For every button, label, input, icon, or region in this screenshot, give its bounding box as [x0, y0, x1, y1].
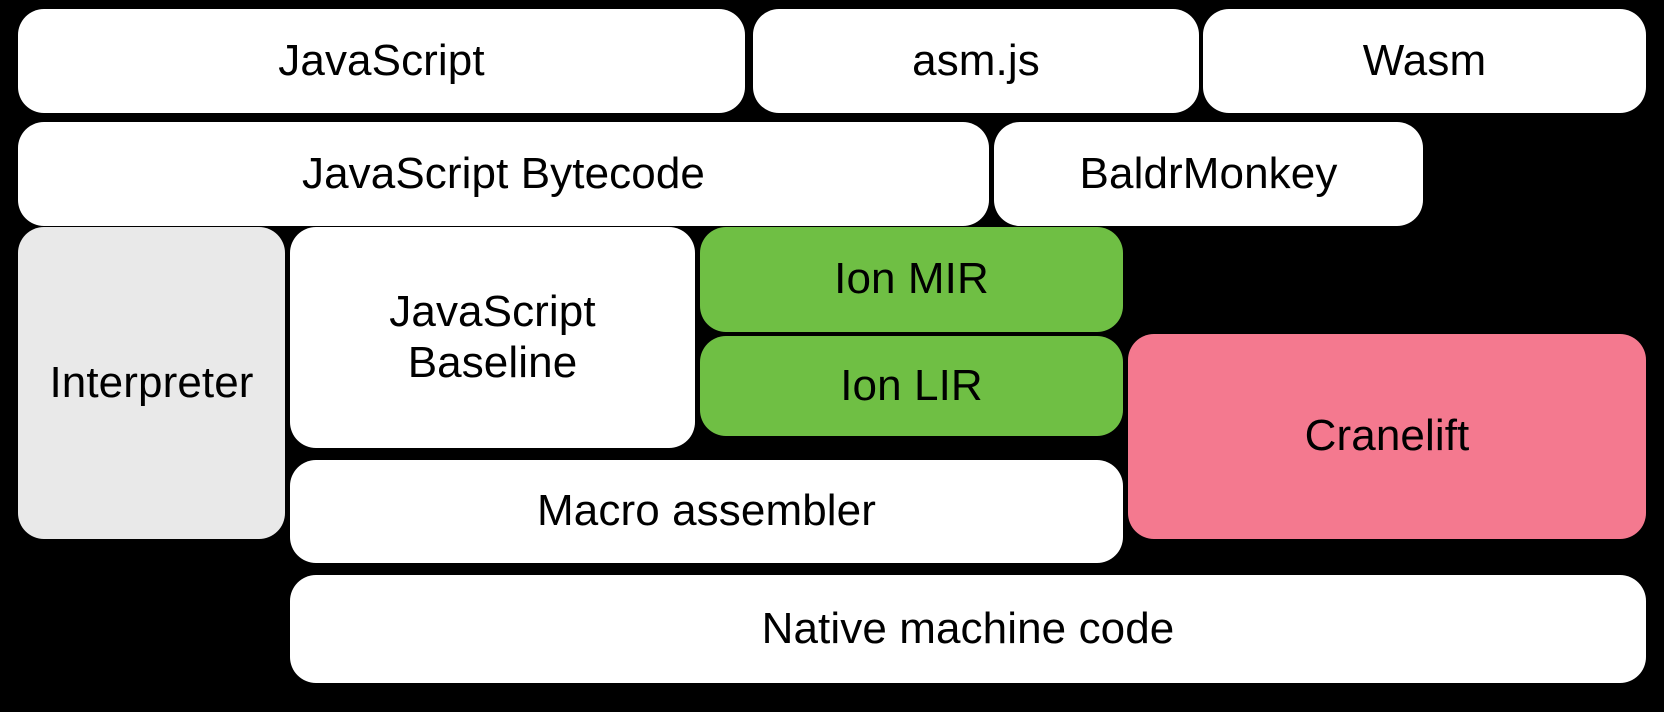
node-wasm: Wasm	[1203, 9, 1646, 113]
node-asm-js: asm.js	[753, 9, 1199, 113]
node-baldrmonkey: BaldrMonkey	[994, 122, 1423, 226]
node-macro-assembler: Macro assembler	[290, 460, 1123, 563]
node-interpreter: Interpreter	[18, 227, 285, 539]
node-javascript-baseline: JavaScript Baseline	[290, 227, 695, 448]
node-javascript: JavaScript	[18, 9, 745, 113]
node-javascript-bytecode: JavaScript Bytecode	[18, 122, 989, 226]
node-cranelift: Cranelift	[1128, 334, 1646, 539]
node-ion-lir: Ion LIR	[700, 336, 1123, 436]
node-native-machine-code: Native machine code	[290, 575, 1646, 683]
node-ion-mir: Ion MIR	[700, 227, 1123, 332]
